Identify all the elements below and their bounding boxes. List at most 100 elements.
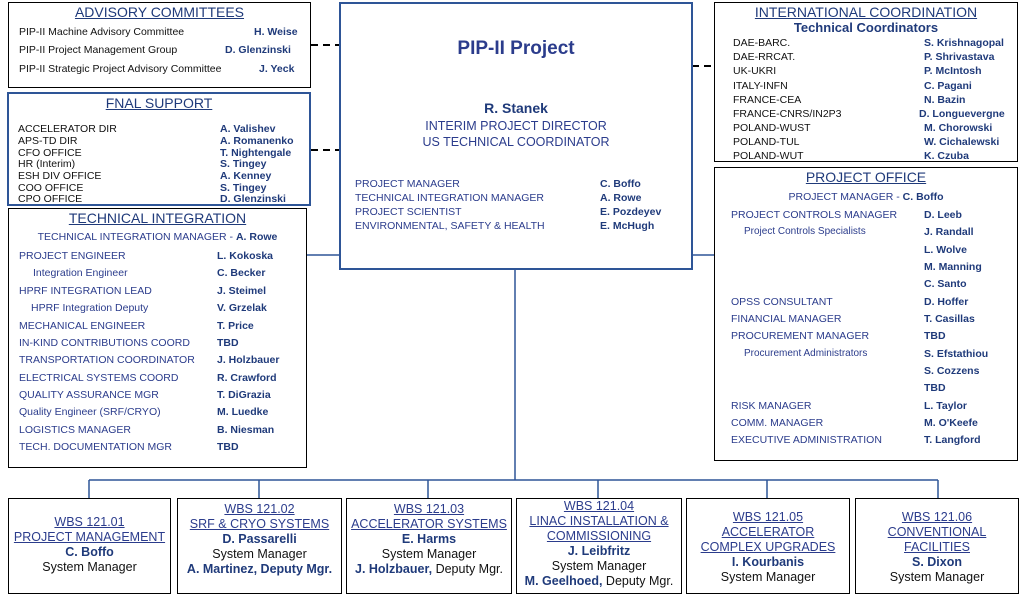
office-name-10: S. Cozzens <box>924 365 980 377</box>
advisory-title: ADVISORY COMMITTEES <box>74 4 245 20</box>
director-label-4: ENVIRONMENTAL, SAFETY & HEALTH <box>355 220 545 232</box>
wbs-manager-4: J. Leibfritz <box>567 544 631 558</box>
wbs-deputy-2: A. Martinez, Deputy Mgr. <box>186 562 333 576</box>
tech-name-2: C. Becker <box>217 267 266 279</box>
fnal-support-box: FNAL SUPPORT ACCELERATOR DIR A. Valishev… <box>7 92 311 206</box>
wbs-code-4: WBS 121.04 <box>563 499 635 513</box>
intl-name-6: D. Longuevergne <box>919 108 1005 120</box>
tech-title: TECHNICAL INTEGRATION <box>68 210 247 226</box>
wbs-deputy-line-4: M. Geelhoed, Deputy Mgr. <box>517 574 681 589</box>
wbs-title-5a: ACCELERATOR <box>721 525 815 539</box>
fnal-label-5: ESH DIV OFFICE <box>18 170 102 182</box>
tech-manager-label: TECHNICAL INTEGRATION MANAGER - <box>37 231 236 243</box>
international-subtitle: Technical Coordinators <box>793 20 939 35</box>
wbs-role-1: System Manager <box>42 560 137 574</box>
wbs-title-2: SRF & CRYO SYSTEMS <box>189 517 330 531</box>
tech-name-3: J. Steimel <box>217 285 267 297</box>
office-name-9: S. Efstathiou <box>924 348 989 360</box>
office-name-8: TBD <box>924 330 946 342</box>
tech-label-8: ELECTRICAL SYSTEMS COORD <box>19 372 179 384</box>
wbs-manager-3: E. Harms <box>401 532 457 546</box>
director-label-2: TECHNICAL INTEGRATION MANAGER <box>355 192 545 204</box>
wbs-role-5: System Manager <box>720 570 816 584</box>
wbs-manager-5: I. Kourbanis <box>731 555 805 569</box>
office-pm-line: PROJECT MANAGER - C. Boffo <box>715 191 1017 203</box>
office-name-1: D. Leeb <box>924 209 962 221</box>
director-name: R. Stanek <box>484 100 548 116</box>
office-pm-label: PROJECT MANAGER - <box>788 191 903 203</box>
tech-label-1: PROJECT ENGINEER <box>19 250 126 262</box>
intl-name-9: K. Czuba <box>924 150 969 162</box>
office-name-13: M. O'Keefe <box>924 417 978 429</box>
tech-name-12: TBD <box>217 441 239 453</box>
office-name-6: D. Hoffer <box>924 296 969 308</box>
wbs-code-5: WBS 121.05 <box>732 510 804 524</box>
tech-label-10: Quality Engineer (SRF/CRYO) <box>19 406 161 418</box>
technical-integration-box: TECHNICAL INTEGRATION TECHNICAL INTEGRAT… <box>8 208 307 468</box>
director-name-2: A. Rowe <box>600 192 642 204</box>
office-name-5: C. Santo <box>924 278 967 290</box>
fnal-label-2: APS-TD DIR <box>18 135 78 147</box>
tech-label-12: TECH. DOCUMENTATION MGR <box>19 441 173 453</box>
director-label-1: PROJECT MANAGER <box>355 178 460 190</box>
advisory-label-1: PIP-II Machine Advisory Committee <box>19 26 185 38</box>
intl-label-8: POLAND-TUL <box>733 136 800 148</box>
office-label-7: FINANCIAL MANAGER <box>731 313 842 325</box>
office-name-14: T. Langford <box>924 434 981 446</box>
office-name-11: TBD <box>924 382 946 394</box>
director-box: PIP-II Project R. Stanek INTERIM PROJECT… <box>339 2 693 270</box>
wbs-code-3: WBS 121.03 <box>393 502 465 516</box>
tech-label-9: QUALITY ASSURANCE MGR <box>19 389 159 401</box>
tech-label-11: LOGISTICS MANAGER <box>19 424 132 436</box>
intl-label-9: POLAND-WUT <box>733 150 804 162</box>
tech-name-7: J. Holzbauer <box>217 354 280 366</box>
director-role-2: US TECHNICAL COORDINATOR <box>422 135 610 149</box>
office-label-12: RISK MANAGER <box>731 400 812 412</box>
intl-label-4: ITALY-INFN <box>733 80 788 92</box>
director-name-4: E. McHugh <box>600 220 655 232</box>
wbs-box-3: WBS 121.03 ACCELERATOR SYSTEMS E. Harms … <box>346 498 512 594</box>
tech-name-10: M. Luedke <box>217 406 269 418</box>
wbs-title-5b: COMPLEX UPGRADES <box>700 540 836 554</box>
office-name-12: L. Taylor <box>924 400 967 412</box>
intl-label-1: DAE-BARC. <box>733 37 791 49</box>
office-title: PROJECT OFFICE <box>805 169 927 185</box>
intl-name-4: C. Pagani <box>924 80 972 92</box>
wbs-title-1: PROJECT MANAGEMENT <box>13 530 166 544</box>
wbs-manager-6: S. Dixon <box>911 555 962 569</box>
intl-name-5: N. Bazin <box>924 94 966 106</box>
tech-name-4: V. Grzelak <box>217 302 267 314</box>
wbs-code-2: WBS 121.02 <box>224 502 295 516</box>
advisory-name-1: H. Weise <box>254 26 298 38</box>
intl-name-2: P. Shrivastava <box>924 51 995 63</box>
advisory-committees-box: ADVISORY COMMITTEES PIP-II Machine Advis… <box>8 2 311 88</box>
advisory-name-2: D. Glenzinski <box>225 44 291 56</box>
tech-label-5: MECHANICAL ENGINEER <box>19 320 146 332</box>
office-label-9: Procurement Administrators <box>744 348 868 359</box>
advisory-label-2: PIP-II Project Management Group <box>19 44 178 56</box>
intl-label-3: UK-UKRI <box>733 65 777 77</box>
office-label-6: OPSS CONSULTANT <box>731 296 833 308</box>
wbs-title-4b: COMMISSIONING <box>546 529 652 543</box>
advisory-name-3: J. Yeck <box>259 63 295 75</box>
wbs-deputy-4: M. Geelhoed, <box>524 574 603 588</box>
tech-name-11: B. Niesman <box>217 424 275 436</box>
wbs-title-4a: LINAC INSTALLATION & <box>529 514 669 528</box>
fnal-label-7: CPO OFFICE <box>18 193 83 205</box>
tech-manager-line: TECHNICAL INTEGRATION MANAGER - A. Rowe <box>9 231 306 243</box>
wbs-code-6: WBS 121.06 <box>901 510 973 524</box>
tech-label-4: HPRF Integration Deputy <box>31 302 149 314</box>
wbs-title-6b: FACILITIES <box>904 540 970 554</box>
director-name-1: C. Boffo <box>600 178 641 190</box>
wbs-code-1: WBS 121.01 <box>54 515 125 529</box>
wbs-role-3: System Manager <box>381 547 477 561</box>
wbs-deputy-role-4: Deputy Mgr. <box>602 574 674 588</box>
tech-name-5: T. Price <box>217 320 254 332</box>
wbs-deputy-line-3: J. Holzbauer, Deputy Mgr. <box>347 562 511 577</box>
intl-label-5: FRANCE-CEA <box>733 94 802 106</box>
office-label-14: EXECUTIVE ADMINISTRATION <box>731 434 882 446</box>
fnal-name-3: T. Nightengale <box>220 147 292 159</box>
intl-name-1: S. Krishnagopal <box>924 37 1004 49</box>
fnal-name-5: A. Kenney <box>220 170 272 182</box>
